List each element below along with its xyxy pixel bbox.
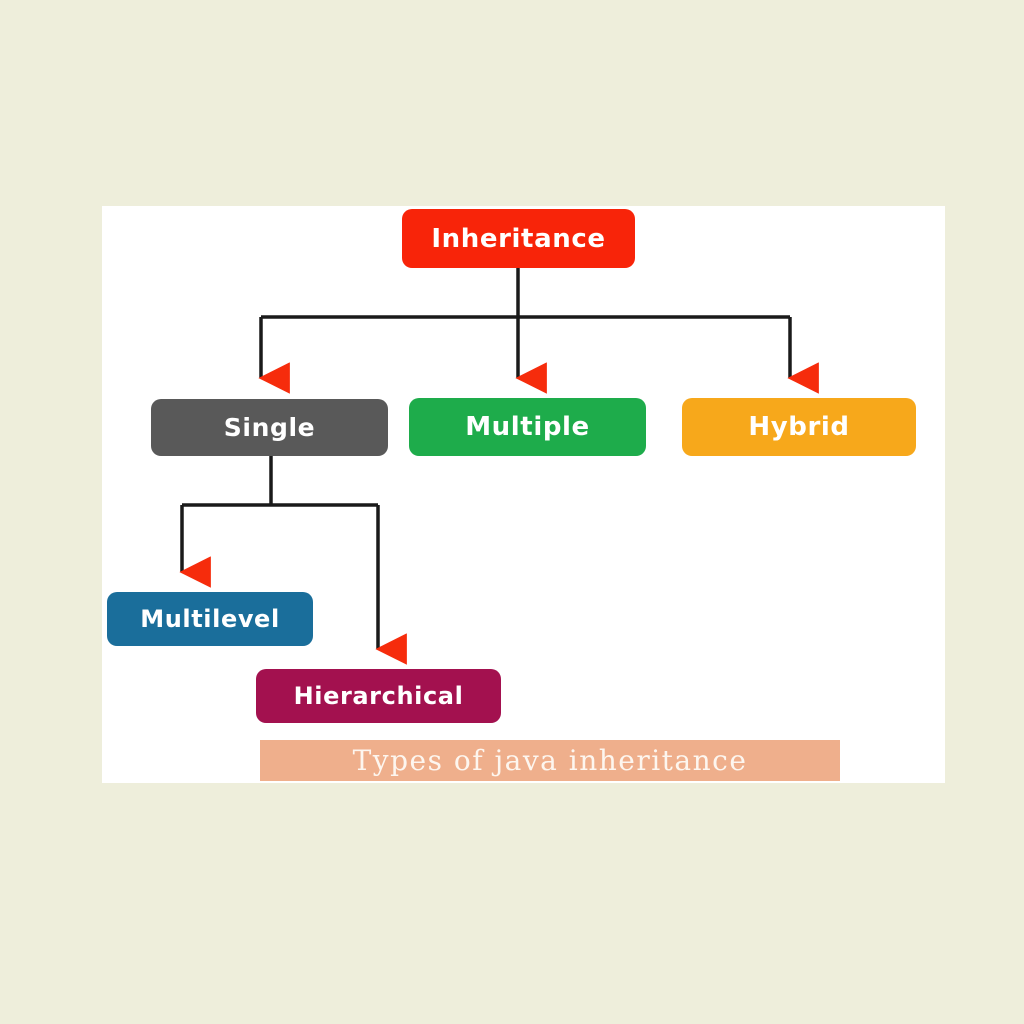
node-single-label: Single — [223, 413, 316, 442]
node-multilevel-label: Multilevel — [140, 605, 280, 633]
node-multilevel[interactable]: Multilevel — [107, 592, 313, 646]
node-hierarchical-label: Hierarchical — [293, 682, 464, 710]
node-single[interactable]: Single — [151, 399, 388, 456]
node-inheritance-label: Inheritance — [431, 223, 606, 254]
node-multiple-label: Multiple — [465, 412, 590, 442]
node-inheritance[interactable]: Inheritance — [402, 209, 635, 268]
diagram-caption: Types of java inheritance — [352, 744, 748, 777]
node-hybrid[interactable]: Hybrid — [682, 398, 916, 456]
diagram-panel — [102, 206, 945, 783]
node-hybrid-label: Hybrid — [748, 412, 850, 442]
node-hierarchical[interactable]: Hierarchical — [256, 669, 501, 723]
node-multiple[interactable]: Multiple — [409, 398, 646, 456]
caption-band: Types of java inheritance — [260, 740, 840, 781]
